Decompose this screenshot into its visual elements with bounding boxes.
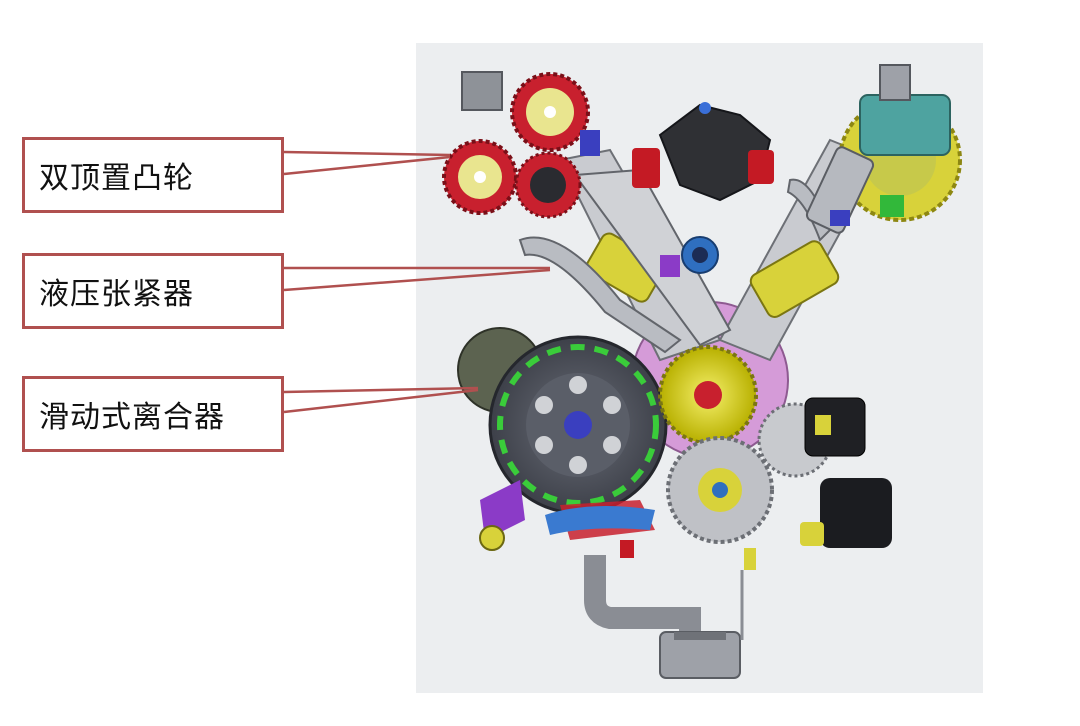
- thermostat-housing: [632, 102, 774, 202]
- oil-sump: [584, 555, 741, 679]
- starter-motor: [820, 478, 892, 548]
- chain-guide-center: [573, 168, 732, 347]
- leader-lines: [283, 150, 551, 414]
- chain-guide-left: [518, 236, 682, 354]
- label-hydraulic-tensioner: 液压张紧器: [22, 253, 284, 329]
- clutch-assembly: [457, 327, 668, 515]
- label-dual-overhead-cam: 双顶置凸轮: [22, 137, 284, 213]
- cam-gear-left-top: [510, 72, 590, 152]
- cam-gear-left-bottom: [442, 139, 518, 215]
- injector-assembly: [805, 64, 951, 234]
- sensor-unit: [804, 397, 866, 457]
- label-slipper-clutch: 滑动式离合器: [22, 376, 284, 452]
